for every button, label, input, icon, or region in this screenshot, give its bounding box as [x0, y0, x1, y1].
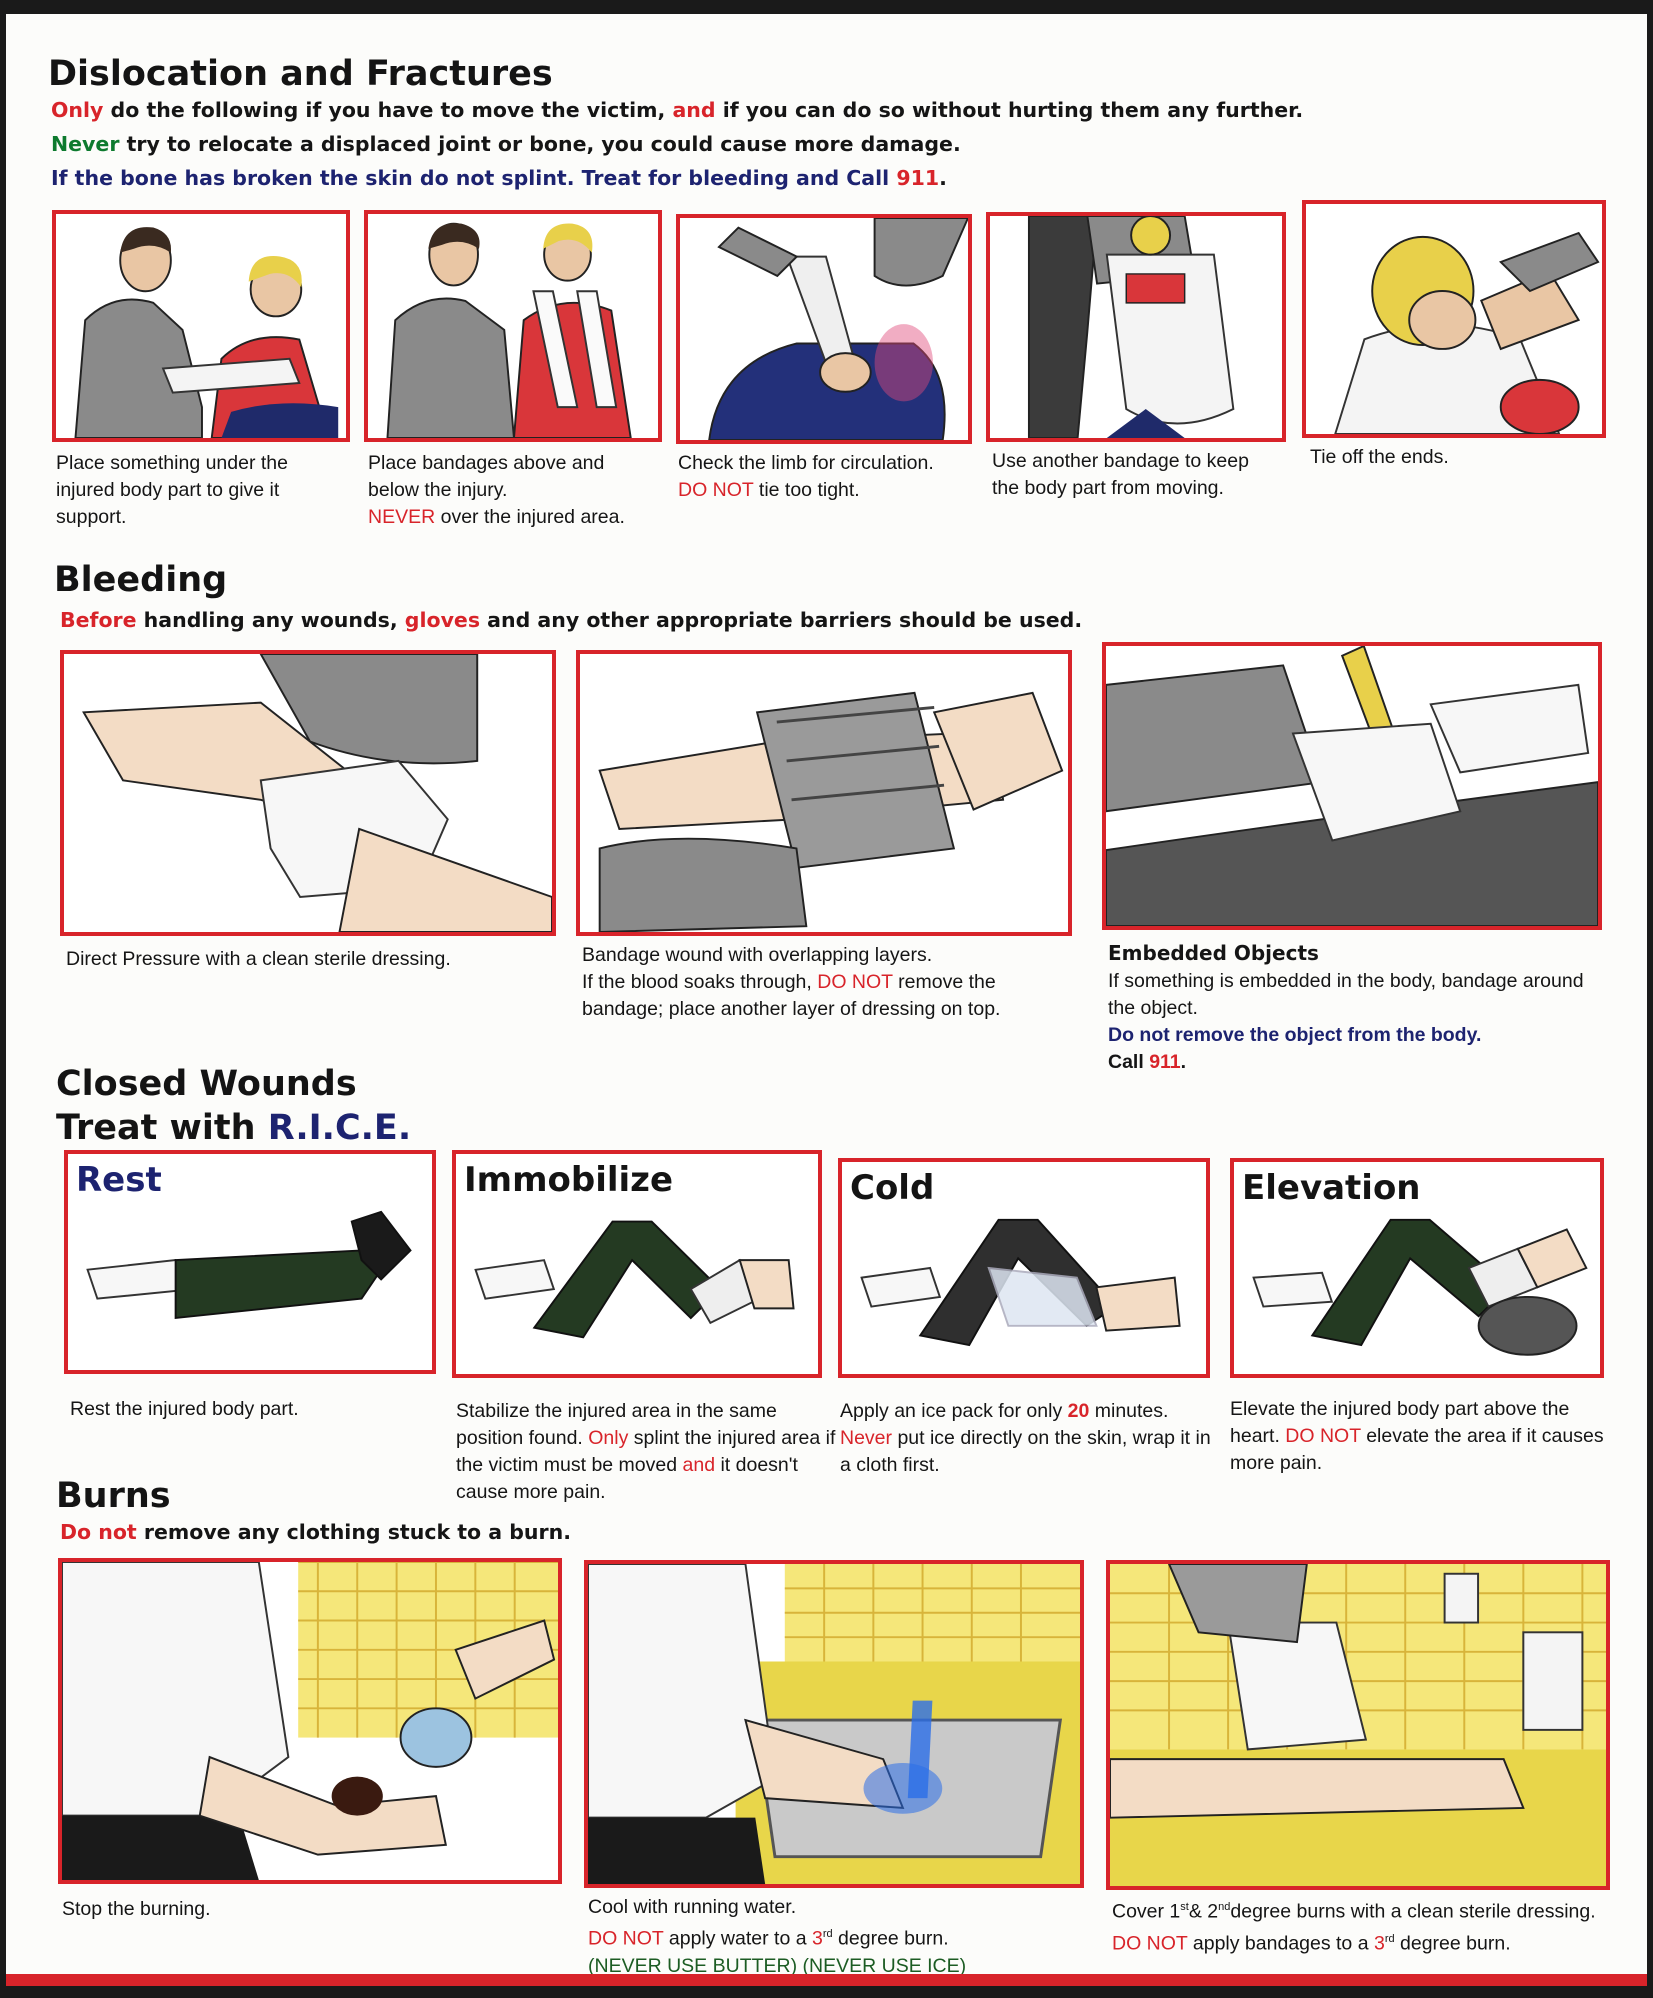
- rice-rest-title: Rest: [76, 1160, 162, 1200]
- dislocation-step-5-caption: Tie off the ends.: [1310, 446, 1449, 468]
- dislocation-step-3-illustration: [676, 214, 972, 444]
- burns-stop-caption: Stop the burning.: [62, 1898, 211, 1920]
- dislocation-step-2-caption: Place bandages above and below the injur…: [368, 452, 625, 528]
- bottom-red-bar: [6, 1974, 1647, 1986]
- rice-elevation-panel: Elevation: [1230, 1158, 1604, 1378]
- rice-elevation-caption: Elevate the injured body part above the …: [1230, 1398, 1604, 1474]
- bleeding-line: Before handling any wounds, gloves and a…: [60, 608, 1083, 632]
- dislocation-step-5-illustration: [1302, 200, 1606, 438]
- burns-cool-caption: Cool with running water.DO NOT apply wat…: [588, 1896, 967, 1977]
- first-aid-sheet: Dislocation and Fractures Only do the fo…: [6, 14, 1647, 1986]
- rice-rest-panel: Rest: [64, 1150, 436, 1374]
- bleeding-pressure-illustration: [60, 650, 556, 936]
- rice-immobilize-caption: Stabilize the injured area in the same p…: [456, 1400, 836, 1503]
- dislocation-step-3-caption: Check the limb for circulation.DO NOT ti…: [678, 452, 934, 501]
- dislocation-step-2-illustration: [364, 210, 662, 442]
- dislocation-step-4-caption: Use another bandage to keep the body par…: [992, 450, 1249, 499]
- bleeding-embedded-object-illustration: [1102, 642, 1602, 930]
- rice-rest-caption: Rest the injured body part.: [70, 1398, 299, 1420]
- burns-stop-illustration: [58, 1558, 562, 1884]
- bleeding-pressure-caption: Direct Pressure with a clean sterile dre…: [66, 948, 451, 970]
- rice-cold-caption: Apply an ice pack for only 20 minutes.Ne…: [840, 1400, 1211, 1476]
- bleeding-bandage-illustration: [576, 650, 1072, 936]
- rice-cold-title: Cold: [850, 1168, 935, 1208]
- dislocation-step-1-caption: Place something under the injured body p…: [56, 452, 288, 528]
- rice-immobilize-panel: Immobilize: [452, 1150, 822, 1378]
- burns-cover-caption: Cover 1st& 2nddegree burns with a clean …: [1112, 1900, 1596, 1955]
- burns-line: Do not remove any clothing stuck to a bu…: [60, 1520, 572, 1544]
- dislocation-line-3: If the bone has broken the skin do not s…: [51, 166, 947, 190]
- rice-immobilize-title: Immobilize: [464, 1160, 674, 1200]
- bleeding-title: Bleeding: [54, 560, 228, 600]
- dislocation-line-1: Only do the following if you have to mov…: [51, 98, 1304, 122]
- rice-elevation-title: Elevation: [1242, 1168, 1421, 1208]
- rice-subtitle: Treat with R.I.C.E.: [56, 1108, 412, 1148]
- bleeding-bandage-caption: Bandage wound with overlapping layers.If…: [582, 944, 1001, 1020]
- dislocation-step-1-illustration: [52, 210, 350, 442]
- burns-cover-illustration: [1106, 1560, 1610, 1890]
- rice-cold-panel: Cold: [838, 1158, 1210, 1378]
- closed-wounds-title: Closed Wounds: [56, 1064, 357, 1104]
- dislocation-line-2: Never try to relocate a displaced joint …: [51, 132, 961, 156]
- burns-cool-illustration: [584, 1560, 1084, 1888]
- dislocation-title: Dislocation and Fractures: [48, 54, 553, 94]
- dislocation-step-4-illustration: [986, 212, 1286, 442]
- burns-title: Burns: [56, 1476, 171, 1516]
